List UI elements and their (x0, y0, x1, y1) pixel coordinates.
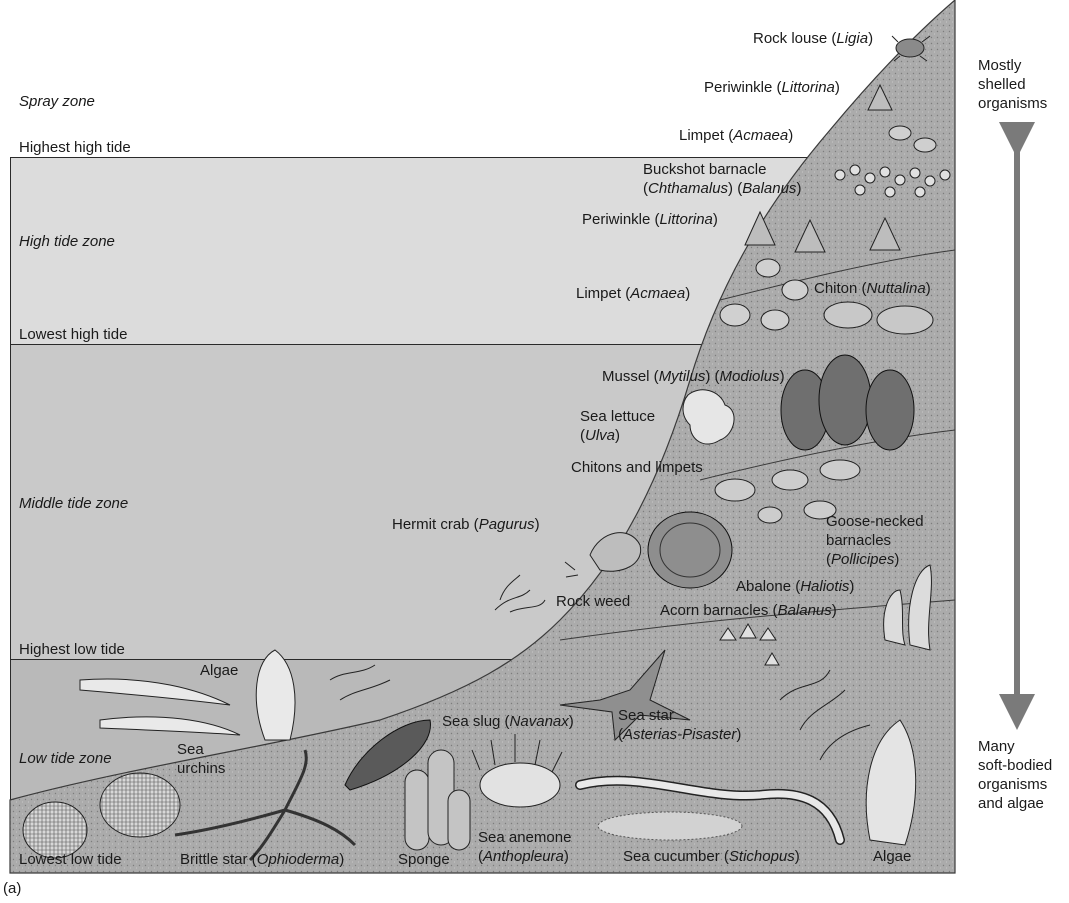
limpet-top-label: Limpet (Acmaea) (679, 127, 793, 145)
rock-weed-label: Rock weed (556, 593, 630, 611)
abalone-icon (648, 512, 732, 588)
highest-high-tide-label: Highest high tide (19, 139, 131, 157)
sea-cucumber-icon (598, 812, 742, 840)
sponge-label: Sponge (398, 851, 450, 869)
acorn-barnacles-label: Acorn barnacles (Balanus) (660, 602, 837, 620)
rock-louse-label: Rock louse (Ligia) (753, 30, 873, 48)
algae-icon (80, 650, 295, 740)
goose-necked-label-1: Goose-necked (826, 513, 924, 531)
sea-cucumber-label: Sea cucumber (Stichopus) (623, 848, 800, 866)
limpet-mid-label: Limpet (Acmaea) (576, 285, 690, 303)
periwinkle-top-label: Periwinkle (Littorina) (704, 79, 840, 97)
sea-urchins-label-1: Sea (177, 741, 204, 759)
goose-necked-label-2: barnacles (826, 532, 891, 550)
hermit-crab-label: Hermit crab (Pagurus) (392, 516, 540, 534)
goose-necked-label-3: (Pollicipes) (826, 551, 899, 569)
algae-top-label: Algae (200, 662, 238, 680)
sea-lettuce-label-1: Sea lettuce (580, 408, 655, 426)
rock-weed-icon (495, 575, 545, 612)
middle-tide-zone-label: Middle tide zone (19, 495, 128, 513)
buckshot-barnacle-label-1: Buckshot barnacle (643, 161, 766, 179)
chitons-limpets-label: Chitons and limpets (571, 459, 703, 477)
high-tide-zone-label: High tide zone (19, 233, 115, 251)
lowest-high-tide-label: Lowest high tide (19, 326, 127, 344)
mussel-label: Mussel (Mytilus) (Modiolus) (602, 368, 785, 386)
highest-low-tide-label: Highest low tide (19, 641, 125, 659)
chiton-label: Chiton (Nuttalina) (814, 280, 931, 298)
sea-lettuce-label-2: (Ulva) (580, 427, 620, 445)
periwinkle-mid-label: Periwinkle (Littorina) (582, 211, 718, 229)
sea-star-label-1: Sea star (618, 707, 674, 725)
sea-star-label-2: (Asterias-Pisaster) (618, 726, 741, 744)
sea-urchins-label-2: urchins (177, 760, 225, 778)
spray-zone-label: Spray zone (19, 93, 95, 111)
abalone-label: Abalone (Haliotis) (736, 578, 854, 596)
brittle-star-label: Brittle star (Ophioderma) (180, 851, 344, 869)
sea-slug-label: Sea slug (Navanax) (442, 713, 574, 731)
algae-bottom-label: Algae (873, 848, 911, 866)
low-tide-zone-label: Low tide zone (19, 750, 112, 768)
buckshot-barnacle-label-2: (Chthamalus) (Balanus) (643, 180, 801, 198)
sea-anemone-label-2: (Anthopleura) (478, 848, 569, 866)
sea-anemone-label-1: Sea anemone (478, 829, 571, 847)
panel-label: (a) (3, 880, 21, 898)
lowest-low-tide-label: Lowest low tide (19, 851, 122, 869)
